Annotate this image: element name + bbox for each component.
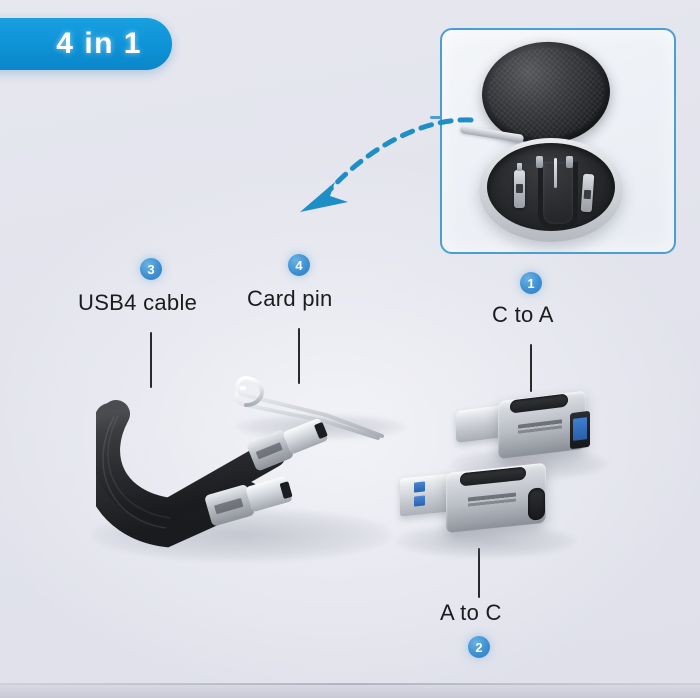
four-in-one-badge: 4 in 1 <box>0 18 172 70</box>
a-to-c-adapter <box>398 462 568 548</box>
storage-case-inset <box>440 28 676 254</box>
c-to-a-usb-c-plug <box>456 405 504 443</box>
label-c-to-a: C to A <box>492 302 554 327</box>
label-usb4-cable: USB4 cable <box>78 290 198 315</box>
a-to-c-usb-a-plug <box>400 473 450 517</box>
leader-line-a-to-c <box>478 548 480 598</box>
label-a-to-c: A to C <box>440 600 502 625</box>
card-pin <box>234 376 384 440</box>
item-badge-2: 2 <box>468 636 490 658</box>
four-in-one-badge-label: 4 in 1 <box>56 27 142 60</box>
a-to-c-blue-contact-top <box>414 481 425 493</box>
inset-connector-tick <box>430 116 444 119</box>
floor-strip <box>0 684 700 698</box>
shadow-a-to-c <box>396 524 576 558</box>
item-badge-4: 4 <box>288 254 310 276</box>
case-inset-adapter-1 <box>514 163 525 208</box>
a-to-c-blue-contact-bottom <box>414 495 425 507</box>
a-to-c-usb-c-port <box>528 487 545 521</box>
case-inset-pin-shaft <box>554 158 557 188</box>
c-to-a-adapter <box>452 388 602 472</box>
case-inset-cable <box>538 162 578 229</box>
item-badge-1: 1 <box>520 272 542 294</box>
floor-line <box>0 683 700 685</box>
usb4-cable <box>96 400 328 548</box>
leader-line-c-to-a <box>530 344 532 392</box>
leader-line-card-pin <box>298 328 300 384</box>
leader-line-usb4-cable <box>150 332 152 388</box>
c-to-a-usb-a-blue-insert <box>573 417 587 441</box>
label-card-pin: Card pin <box>247 286 333 311</box>
item-badge-3: 3 <box>140 258 162 280</box>
dashed-curved-arrow <box>300 117 474 212</box>
case-inset-cable-tip-left <box>536 156 543 168</box>
case-inset-cable-tip-right <box>566 156 573 168</box>
